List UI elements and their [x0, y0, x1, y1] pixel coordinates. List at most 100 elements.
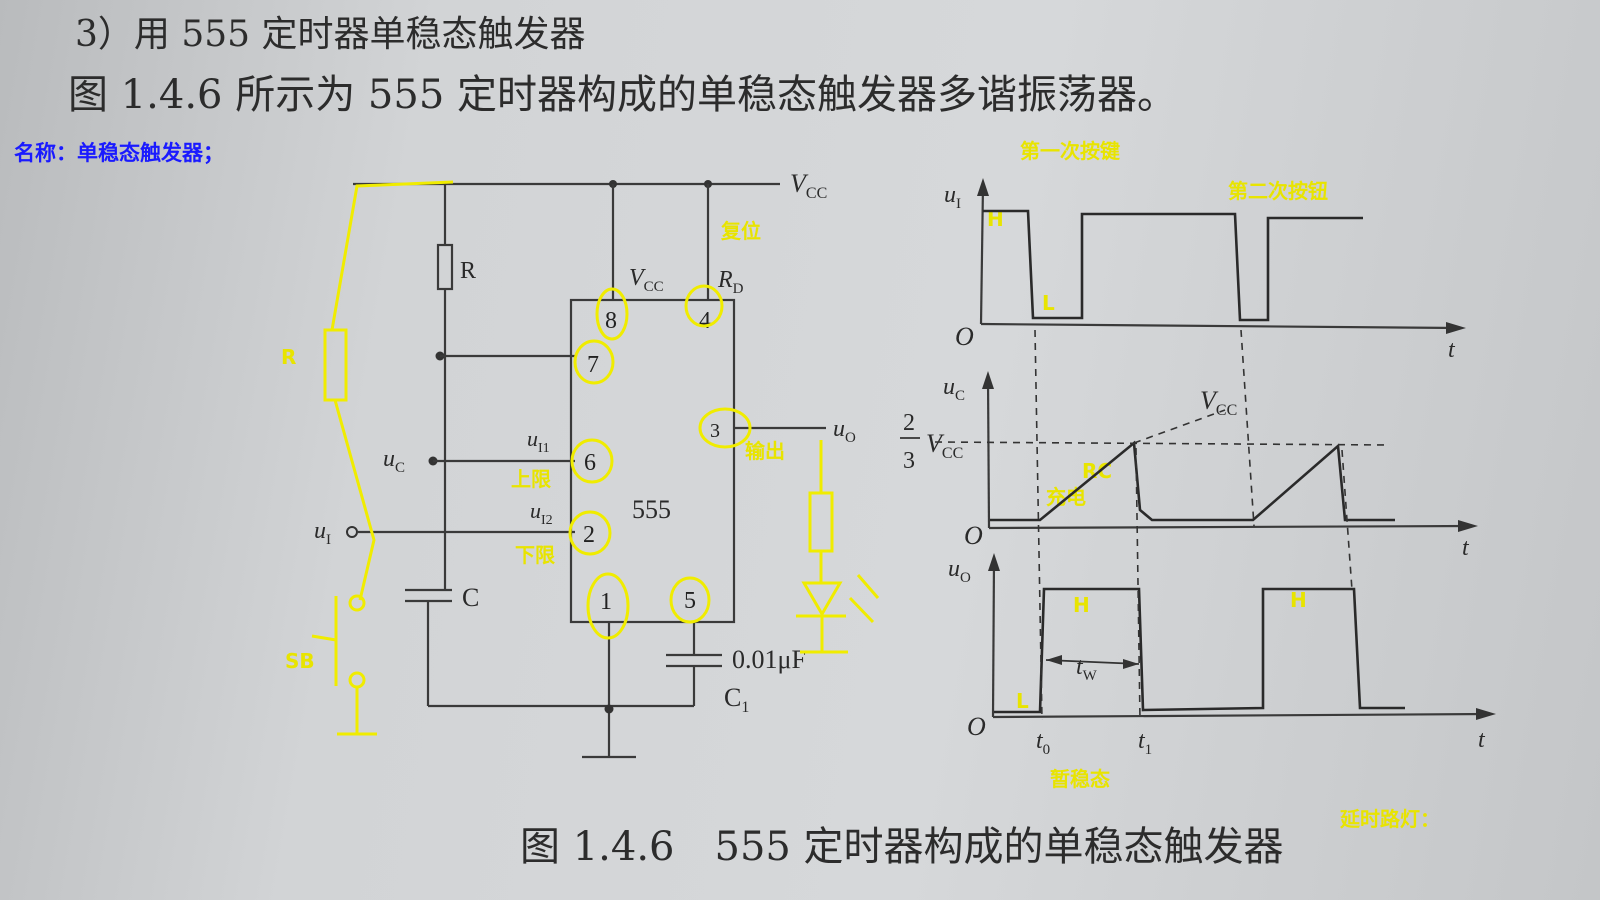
high-annotation-uo-2: H: [1290, 588, 1307, 612]
uo-waveform: [994, 587, 1405, 714]
chip-vcc-label: VCC: [629, 265, 664, 295]
low-annotation-u1: L: [1042, 291, 1055, 315]
t-axis-label-1: t: [1448, 337, 1456, 363]
arrow-icon: [977, 178, 989, 196]
ui2-label: uI2: [530, 498, 553, 528]
arrow-icon: [1046, 655, 1062, 665]
second-end-guide: [1341, 449, 1353, 591]
pin-1-circle: [586, 572, 630, 640]
vcc-asymptote-label: VCC: [1200, 386, 1237, 419]
high-annotation-u1: H: [987, 207, 1004, 231]
uc-axis: [986, 377, 991, 529]
section-heading: 3）用 555 定时器单稳态触发器: [75, 14, 586, 55]
ui1-label: uI1: [527, 426, 550, 456]
pin-4-circle: [684, 284, 724, 328]
t0-label: t0: [1036, 728, 1050, 758]
second-press-guide: [1240, 329, 1255, 527]
resistor-r-annotation: R: [281, 345, 296, 369]
pin-8-circle: [595, 287, 629, 341]
yellow-wire: [330, 180, 454, 331]
two-thirds-denominator: 3: [903, 448, 915, 474]
name-annotation: 名称：单稳态触发器；: [14, 141, 224, 165]
rc-annotation: RC: [1082, 459, 1112, 483]
u1-axis: [979, 184, 985, 325]
led-icon: [801, 581, 843, 617]
switch-contact: [348, 594, 366, 612]
two-thirds-vcc-label: VCC: [926, 429, 963, 462]
pin-5: 5: [684, 588, 696, 614]
circuit-schematic: VCC R uC C uI 555 VCC RD uI1 uI2 8 4 7 6: [314, 169, 856, 759]
lower-limit-annotation: 下限: [515, 543, 555, 567]
arrow-icon: [1446, 322, 1466, 334]
yellow-resistor: [323, 328, 348, 402]
c1-label: C1: [724, 683, 749, 716]
uo-label-circuit: uO: [833, 416, 856, 446]
pin-3-circle: [698, 407, 752, 449]
t1-label: t1: [1138, 728, 1152, 758]
two-thirds-vcc-threshold: [934, 441, 1391, 446]
t-axis-label-2: t: [1462, 535, 1470, 561]
vcc-label: VCC: [790, 169, 827, 202]
waveform-diagram: uI O t uC O t uO O t 2 3 VCC VCC t0 t1 t…: [900, 178, 1496, 758]
light-ray: [856, 574, 880, 599]
u1-time-axis: [980, 322, 1459, 330]
resistor-r: [436, 243, 454, 291]
uo-time-axis: [992, 712, 1489, 719]
origin-label-2: O: [964, 521, 983, 550]
uc-label-circuit: uC: [383, 446, 405, 476]
chip-rd-label: RD: [717, 267, 744, 297]
chip-label: 555: [632, 495, 671, 524]
arrow-icon: [1476, 708, 1496, 720]
upper-limit-annotation: 上限: [511, 467, 551, 491]
u1-axis-label: uI: [944, 182, 961, 212]
u1-waveform: [983, 209, 1363, 322]
switch-lever: [311, 634, 337, 642]
low-annotation-uo: L: [1016, 689, 1029, 713]
pin-7: 7: [587, 352, 599, 378]
uo-axis-label: uO: [948, 556, 971, 586]
cap-value-label: 0.01μF: [732, 645, 806, 674]
pin-1: 1: [600, 589, 612, 615]
resistor-label: R: [460, 258, 476, 284]
sb-annotation: SB: [285, 649, 315, 673]
switch-contact: [348, 671, 366, 689]
charge-asymptote: [1133, 409, 1226, 444]
uc-time-axis: [988, 524, 1471, 530]
figure-caption: 图 1.4.6 555 定时器构成的单稳态触发器: [520, 824, 1284, 870]
temporary-steady-annotation: 暂稳态: [1050, 767, 1110, 791]
arrow-icon: [1123, 659, 1139, 669]
tw-label: tW: [1076, 654, 1098, 684]
origin-label-1: O: [955, 322, 974, 351]
t1-guide: [1135, 447, 1141, 721]
uo-axis: [991, 559, 996, 718]
pin-3: 3: [710, 420, 720, 442]
intro-sentence: 图 1.4.6 所示为 555 定时器构成的单稳态触发器多谐振荡器。: [68, 72, 1177, 118]
junction-dot: [604, 704, 614, 714]
second-press-annotation: 第二次按钮: [1228, 179, 1328, 203]
yellow-annotation-drawing: [311, 180, 880, 736]
origin-label-3: O: [967, 712, 986, 741]
ui-label: uI: [314, 518, 331, 548]
uc-axis-label: uC: [943, 374, 965, 404]
input-terminal: [346, 526, 358, 538]
output-annotation: 输出: [745, 439, 785, 463]
pin-2-circle: [568, 510, 612, 556]
capacitor-label: C: [462, 583, 479, 612]
yellow-wire: [333, 399, 376, 601]
first-press-annotation: 第一次按键: [1020, 139, 1120, 163]
pin-6-circle: [570, 438, 614, 484]
pin-2: 2: [583, 522, 595, 548]
pin-4: 4: [699, 308, 711, 334]
arrow-icon: [1458, 520, 1478, 532]
led-resistor: [808, 491, 834, 553]
t0-guide: [1034, 329, 1043, 721]
pin-8: 8: [605, 308, 617, 334]
pin-7-circle: [573, 339, 615, 385]
two-thirds-numerator: 2: [903, 410, 915, 436]
delay-light-annotation: 延时路灯：: [1339, 807, 1440, 831]
pin-6: 6: [584, 450, 596, 476]
light-ray: [848, 596, 875, 624]
pin-5-circle: [669, 576, 711, 624]
